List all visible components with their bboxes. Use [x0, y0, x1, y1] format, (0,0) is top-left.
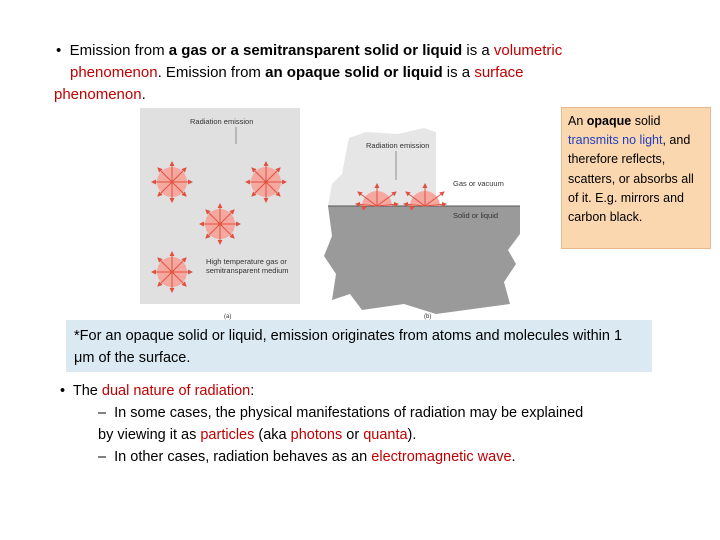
intro-line-3: phenomenon. — [54, 86, 146, 103]
intro-paragraph: • Emission from a gas or a semitranspare… — [54, 40, 616, 106]
bullet: • — [60, 383, 66, 399]
intro-line-2: phenomenon. Emission from an opaque soli… — [70, 64, 524, 81]
panel-a-label: (a) — [224, 314, 231, 320]
dual-sub-1-cont: by viewing it as particles (aka photons … — [98, 427, 417, 443]
panel-b-title: Radiation emission — [366, 141, 429, 150]
panel-a-caption-1: High temperature gas or — [206, 257, 287, 266]
dual-heading: • The dual nature of radiation: — [60, 383, 255, 399]
intro-line-1: • Emission from a gas or a semitranspare… — [56, 42, 563, 59]
dual-sub-2: – In other cases, radiation behaves as a… — [98, 449, 516, 465]
solid-region — [324, 206, 520, 314]
dash: – — [98, 405, 107, 421]
sphere-group-b — [355, 183, 447, 206]
dash: – — [98, 449, 107, 465]
mu-symbol: μ — [74, 350, 83, 366]
emission-figure: Radiation emission High temperature gas … — [140, 108, 520, 320]
sphere-group-a — [151, 161, 287, 293]
panel-a-title: Radiation emission — [190, 117, 253, 126]
solid-label: Solid or liquid — [453, 211, 498, 220]
panel-a-caption-2: semitransparent medium — [206, 266, 289, 275]
panel-b-label: (b) — [424, 314, 431, 320]
surface-note: *For an opaque solid or liquid, emission… — [66, 320, 652, 372]
bullet: • — [56, 42, 62, 59]
dual-sub-1: – In some cases, the physical manifestat… — [98, 405, 584, 421]
opaque-callout: An opaque solid transmits no light, and … — [561, 107, 711, 249]
panel-b-background — [328, 128, 436, 206]
gas-label: Gas or vacuum — [453, 179, 504, 188]
dual-nature-section: • The dual nature of radiation: – In som… — [60, 380, 680, 468]
